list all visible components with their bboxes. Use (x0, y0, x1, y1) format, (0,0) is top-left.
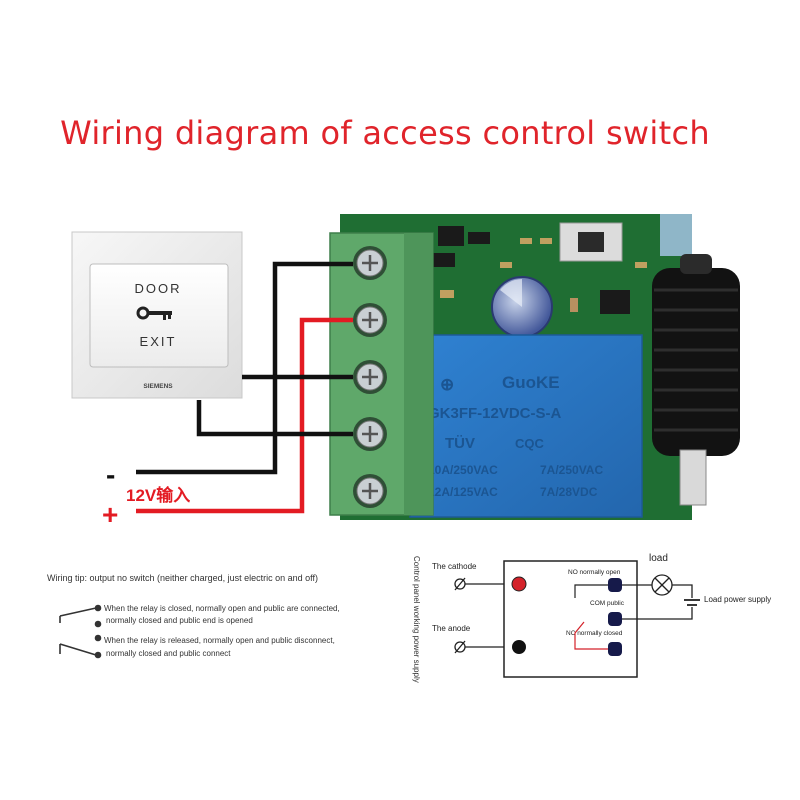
key-icon (136, 306, 172, 320)
released-line-2: normally closed and public connect (106, 649, 231, 658)
battery-icon (684, 599, 700, 606)
relay-rating-3: 7A/250VAC (540, 463, 603, 477)
screw-terminal-5 (353, 474, 387, 508)
brand-label: SIEMENS (143, 383, 173, 390)
com-contact (608, 612, 622, 626)
relay-rating-2: 12A/125VAC (428, 485, 498, 499)
voltage-label: 12V输入 (126, 485, 190, 505)
relay-rating-1: 10A/250VAC (428, 463, 498, 477)
cathode-label: The cathode (432, 562, 477, 571)
resistor (520, 238, 532, 244)
vertical-power-label: Control panel working power supply (412, 556, 421, 683)
ic-chip (600, 290, 630, 314)
pcb-button-cap (578, 232, 604, 252)
resistor (500, 262, 512, 268)
pcb-button (559, 222, 623, 262)
power-dot-negative (512, 640, 526, 654)
plus-sign: + (102, 499, 118, 530)
closed-line-1: When the relay is closed, normally open … (104, 604, 340, 613)
minus-sign: - (106, 459, 115, 490)
closed-line-2: normally closed and public end is opened (106, 616, 253, 625)
cert-cqc: CQC (515, 436, 545, 451)
wiring-schematic: Control panel working power supply The c… (412, 553, 771, 683)
exit-label: EXIT (140, 334, 177, 349)
no-contact (608, 578, 622, 592)
page-title: Wiring diagram of access control switch (60, 114, 710, 152)
ic-chip (438, 226, 464, 246)
wire-negative (136, 261, 353, 475)
cert-tuv: TÜV (445, 435, 475, 452)
relay-released-symbol (59, 634, 102, 659)
wires (136, 261, 353, 514)
resistor (570, 298, 578, 312)
relay-brand: GuoKE (502, 373, 560, 392)
no-label: NO normally open (568, 569, 621, 576)
smd-chip (468, 232, 490, 244)
resistor (440, 290, 454, 298)
nc-label: NC normally closed (566, 630, 623, 637)
relay-closed-symbol (59, 604, 102, 628)
exit-push-button (89, 263, 229, 368)
load-lamp-icon (651, 574, 673, 596)
screw-terminal-2 (353, 303, 387, 337)
pcb-corner (660, 214, 692, 256)
wiring-tip-heading: Wiring tip: output no switch (neither ch… (47, 573, 318, 583)
relay-rating-4: 7A/28VDC (540, 485, 598, 499)
nc-contact (608, 642, 622, 656)
relay-model: GK3FF-12VDC-S-A (428, 405, 562, 422)
power-dot-positive (511, 576, 527, 592)
anode-terminal (454, 640, 466, 654)
resistor (635, 262, 647, 268)
smd-chip (433, 253, 455, 267)
antenna-coil (652, 254, 740, 506)
relay-logo: ⊕ (440, 375, 454, 394)
wire-exit-2 (196, 400, 353, 437)
wire-positive (136, 317, 353, 514)
com-label: COM public (590, 600, 625, 607)
load-supply-label: Load power supply (704, 595, 771, 604)
screw-terminal-3 (353, 360, 387, 394)
door-label: DOOR (135, 281, 182, 296)
screw-terminal-4 (353, 417, 387, 451)
terminal-block (329, 232, 434, 516)
cathode-terminal (454, 577, 466, 591)
relay (409, 334, 643, 518)
exit-button-plate: DOOR EXIT SIEMENS (71, 231, 243, 399)
load-label: load (649, 553, 668, 564)
anode-label: The anode (432, 624, 471, 633)
screw-terminal-1 (353, 246, 387, 280)
resistor (540, 238, 552, 244)
released-line-1: When the relay is released, normally ope… (104, 636, 335, 645)
terminal-screws (353, 246, 387, 508)
